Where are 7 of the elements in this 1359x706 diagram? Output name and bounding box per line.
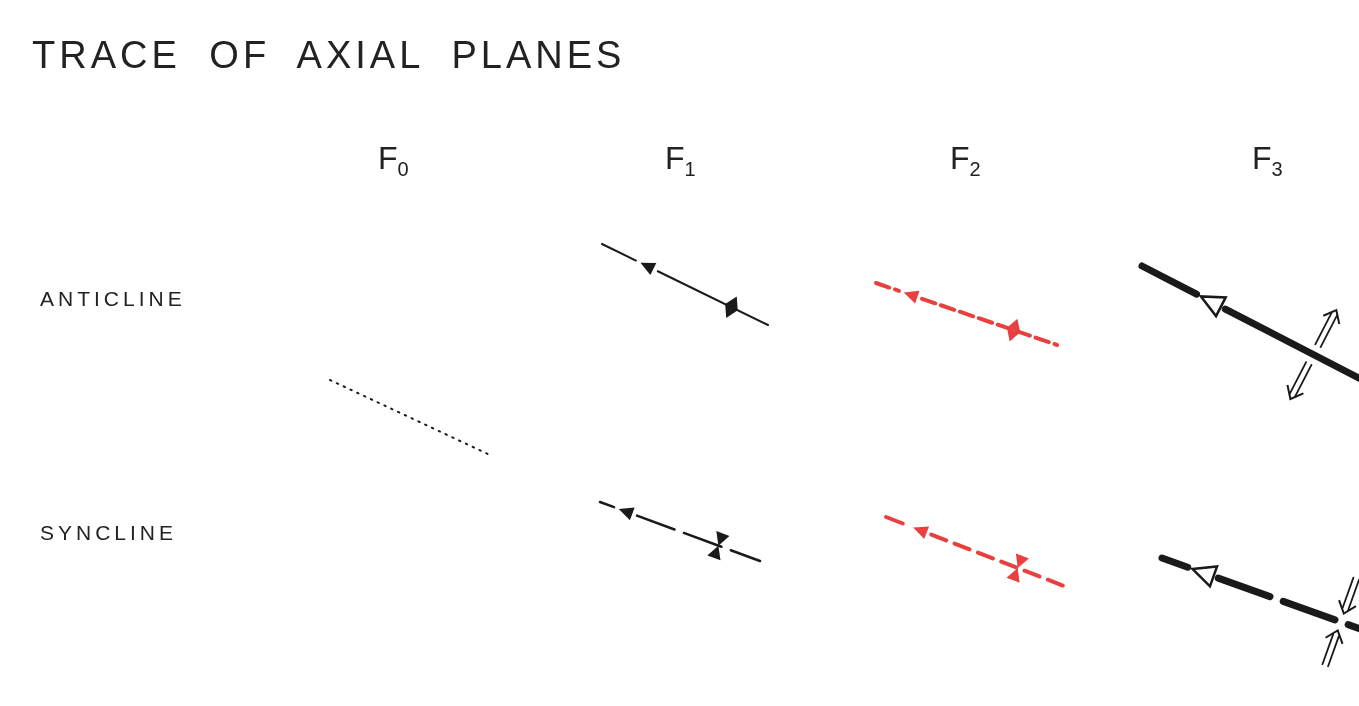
column-heading: F$_{3}$ [1252,140,1283,182]
column-heading: F$_{2}$ [950,140,981,182]
column-heading: F$_{1}$ [665,140,696,182]
row-label: SYNCLINE [40,521,178,545]
column-heading: F$_{0}$ [378,140,409,182]
row-label: ANTICLINE [40,287,186,311]
title: TRACE OF AXIAL PLANES [32,34,626,77]
